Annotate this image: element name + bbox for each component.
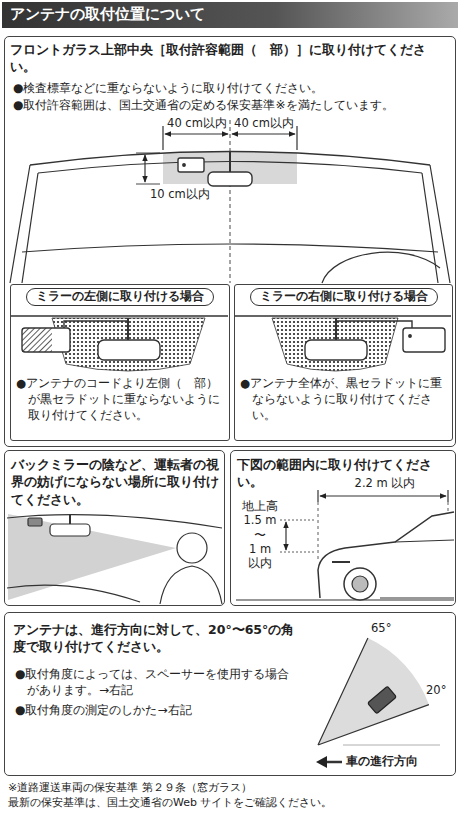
footnote: ※道路運送車両の保安基準 第２９条（窓ガラス） <box>8 781 252 794</box>
direction-label: 車の進行方向 <box>346 755 418 769</box>
left-case-drawing <box>10 316 228 371</box>
windshield-drawing <box>10 120 450 283</box>
windshield-edge <box>10 315 228 317</box>
mirror-stem <box>229 151 231 172</box>
dimension-label: 1 m <box>237 543 283 557</box>
dimension-label: 〜 <box>237 529 283 543</box>
antenna-cord <box>336 321 412 328</box>
dimension-line <box>232 133 295 134</box>
driver-view-drawing <box>7 514 222 604</box>
left-case-panel: ミラーの左側に取り付ける場合 ●アンテナのコードより左側（ 部）が黒セラドットに重… <box>10 284 230 441</box>
case-heading: ミラーの左側に取り付ける場合 <box>26 288 214 306</box>
ground-line <box>236 599 454 600</box>
angle-ray <box>318 638 429 745</box>
antenna-part <box>52 328 70 352</box>
driver-head <box>177 533 207 563</box>
dimension-line <box>320 495 446 496</box>
reference-line <box>318 502 319 560</box>
box-heading: フロントガラス上部中央［取付許容範囲（ 部）］に取り付けてください。 <box>10 41 450 76</box>
reference-line <box>280 520 316 552</box>
visibility-box: バックミラーの陰など、運転者の視界の妨げにならない場所に取り付けてください。 <box>4 450 225 606</box>
black-ceramic-dots <box>272 318 398 371</box>
antenna <box>22 328 70 352</box>
hatched-part <box>22 328 52 352</box>
antenna-cord <box>64 321 128 328</box>
angle-drawing <box>316 638 440 768</box>
steering-wheel <box>322 252 440 283</box>
dimension-label: 地上高 <box>237 500 283 514</box>
base-line <box>343 745 440 746</box>
car-body <box>318 512 454 598</box>
box-heading: 下図の範囲内に取り付けてください。 <box>237 456 451 491</box>
title-bar <box>2 2 458 28</box>
footnote: 最新の保安基準は、国土交通省のWeb サイトをご確認ください。 <box>8 796 332 809</box>
bullet-note: ●検査標章などに重ならないように取り付けてください。 <box>13 80 443 97</box>
antenna <box>28 518 42 526</box>
box-heading: アンテナは、進行方向に対して、20°〜65°の角度で取り付けてください。 <box>13 621 303 656</box>
dimension-label: 2.2 m 以内 <box>340 477 430 491</box>
dimension-label: 1.5 m <box>237 514 283 528</box>
wheel-hub <box>352 576 368 592</box>
dimension-tick <box>136 153 160 184</box>
center-line <box>230 120 231 283</box>
antenna <box>368 686 397 713</box>
windshield-edge <box>234 315 451 317</box>
bullet-note: ●取付角度の測定のしかた→右記 <box>15 702 300 719</box>
antenna <box>178 158 204 172</box>
car-body <box>380 540 454 598</box>
car-side-drawing <box>236 490 454 600</box>
dimension-line <box>285 522 286 550</box>
rear-mirror <box>208 172 252 186</box>
direction-arrowhead <box>316 756 327 768</box>
dimension-label: 以内 <box>237 557 283 571</box>
case-heading: ミラーの右側に取り付ける場合 <box>250 288 438 306</box>
dimension-label: 40 cm以内 <box>232 117 296 131</box>
angle-box: アンテナは、進行方向に対して、20°〜65°の角度で取り付けてください。 ●取付角… <box>4 612 456 776</box>
bullet-note: ●取付許容範囲は、国土交通省の定める保安基準※を満たしています。 <box>13 97 443 114</box>
mirror-stem <box>69 514 71 524</box>
dimension-line <box>144 155 145 182</box>
headlight <box>332 561 350 563</box>
mounting-area-box: フロントガラス上部中央［取付許容範囲（ 部）］に取り付けてください。 ●検査標章な… <box>4 36 456 447</box>
dimension-line <box>165 133 228 134</box>
wheel <box>344 568 376 600</box>
view-cone <box>8 514 176 600</box>
angle-label: 20° <box>426 684 446 698</box>
antenna-body <box>368 686 397 713</box>
page-title: アンテナの取付位置について <box>10 5 205 25</box>
roof-line <box>7 515 222 528</box>
pillar <box>10 165 450 283</box>
driver-body <box>160 566 222 604</box>
rear-mirror <box>98 340 160 360</box>
antenna <box>403 328 445 352</box>
bullet-note: ●取付角度によっては、スペーサーを使用する場合があります。→右記 <box>15 666 300 699</box>
bullet-note: ●アンテナ全体が、黒セラドットに重ならないように取り付けてください。 <box>240 376 448 424</box>
rear-mirror <box>305 340 367 360</box>
angle-label: 65° <box>371 622 391 636</box>
right-case-panel: ミラーの右側に取り付ける場合 ●アンテナ全体が、黒セラドットに重ならないように取り… <box>234 284 453 441</box>
antenna-led <box>183 164 186 167</box>
rear-mirror <box>50 524 90 536</box>
antenna-led <box>409 335 412 338</box>
direction-arrow <box>327 761 342 764</box>
dimension-tick <box>447 490 448 502</box>
bullet-note: ●アンテナのコードより左側（ 部）が黒セラドットに重ならないように取り付けてくだ… <box>16 376 224 424</box>
height-range-box: 下図の範囲内に取り付けてください。 <box>230 450 456 606</box>
black-ceramic-dots <box>52 318 205 371</box>
dimension-tick <box>317 490 318 502</box>
reference-line <box>448 502 449 512</box>
angle-range <box>318 638 429 745</box>
right-case-drawing <box>234 316 451 371</box>
dashboard <box>7 585 140 602</box>
dimension-label: 40 cm以内 <box>165 117 229 131</box>
dimension-label: 10 cm以内 <box>150 188 210 202</box>
box-heading: バックミラーの陰など、運転者の視界の妨げにならない場所に取り付けてください。 <box>11 456 219 508</box>
